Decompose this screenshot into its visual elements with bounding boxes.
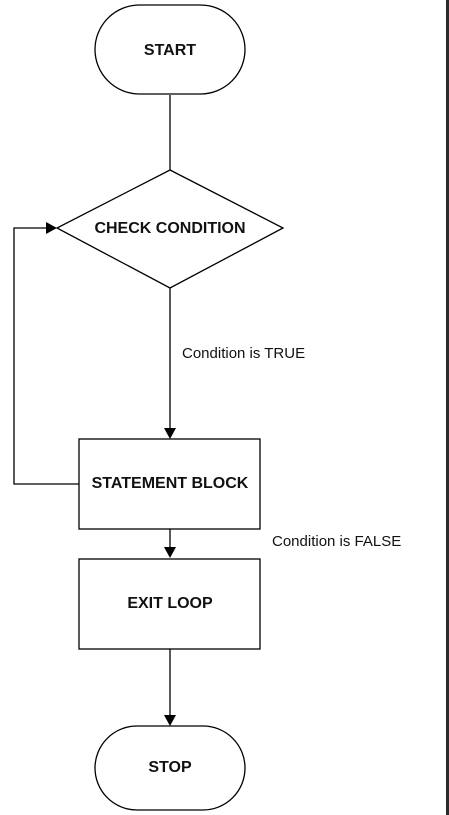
node-check-condition: CHECK CONDITION [55, 169, 285, 289]
statement-label: STATEMENT BLOCK [92, 475, 249, 492]
edge-label-true: Condition is TRUE [182, 345, 305, 362]
arrowhead-exit-to-stop [164, 715, 176, 726]
statement-process-shape [78, 438, 261, 530]
node-statement-block: STATEMENT BLOCK [78, 438, 261, 530]
node-start: START [94, 4, 246, 95]
arrowhead-check-to-statement [164, 428, 176, 439]
arrowhead-statement-to-exit [164, 547, 176, 558]
start-terminal-shape [94, 4, 246, 95]
node-exit-loop: EXIT LOOP [78, 558, 261, 650]
check-label: CHECK CONDITION [94, 220, 245, 237]
arrowhead-loop-back [46, 222, 57, 234]
exit-label: EXIT LOOP [127, 595, 213, 612]
start-label: START [144, 42, 196, 59]
edge-label-false: Condition is FALSE [272, 533, 401, 550]
stop-label: STOP [148, 759, 192, 776]
edge-statement-loop-back [13, 227, 79, 485]
exit-process-shape [78, 558, 261, 650]
node-stop: STOP [94, 725, 246, 811]
check-decision-shape [55, 169, 285, 289]
stop-terminal-shape [94, 725, 246, 811]
